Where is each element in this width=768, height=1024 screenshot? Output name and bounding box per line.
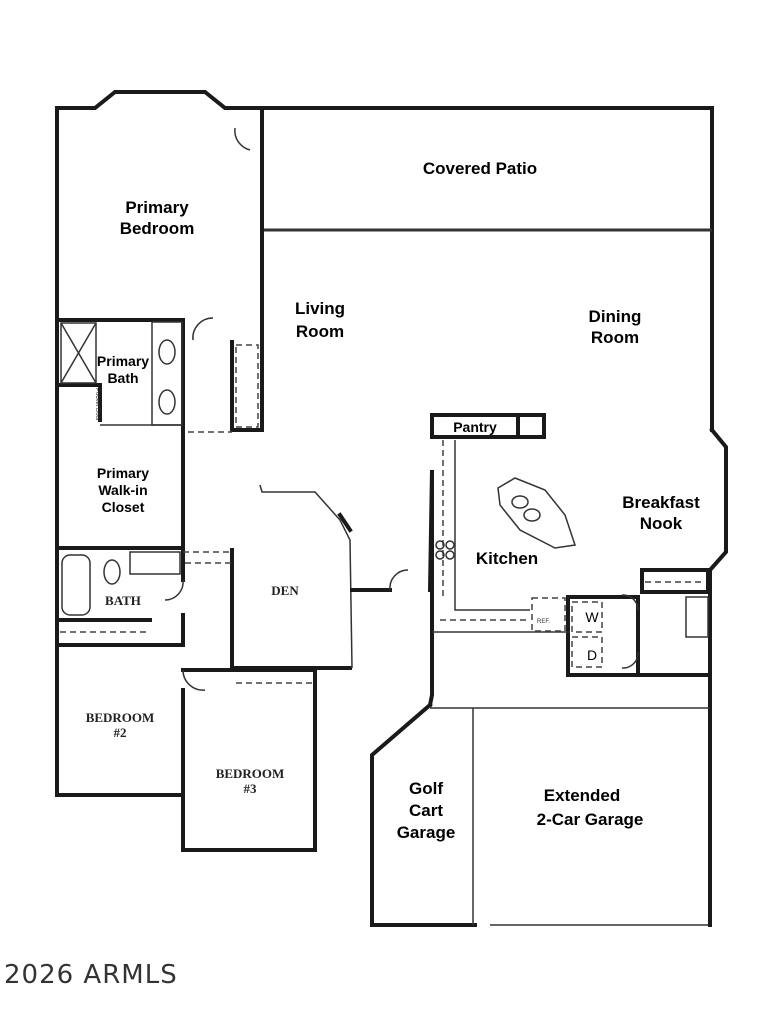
label-pocket-door: Pocket Door (94, 388, 100, 421)
label-bath: BATH (105, 593, 141, 608)
label-den: DEN (271, 583, 299, 598)
label-kitchen: Kitchen (476, 549, 538, 568)
watermark: 2026 ARMLS (4, 960, 178, 990)
label-washer: W (585, 609, 599, 625)
label-bedroom-3: BEDROOM#3 (216, 766, 285, 796)
label-pantry: Pantry (453, 419, 497, 435)
fixtures (60, 127, 705, 691)
label-dryer: D (587, 647, 597, 663)
label-bedroom-2: BEDROOM#2 (86, 710, 155, 740)
label-covered-patio: Covered Patio (423, 159, 537, 178)
walls (55, 90, 728, 927)
label-ref: REF. (537, 619, 550, 625)
